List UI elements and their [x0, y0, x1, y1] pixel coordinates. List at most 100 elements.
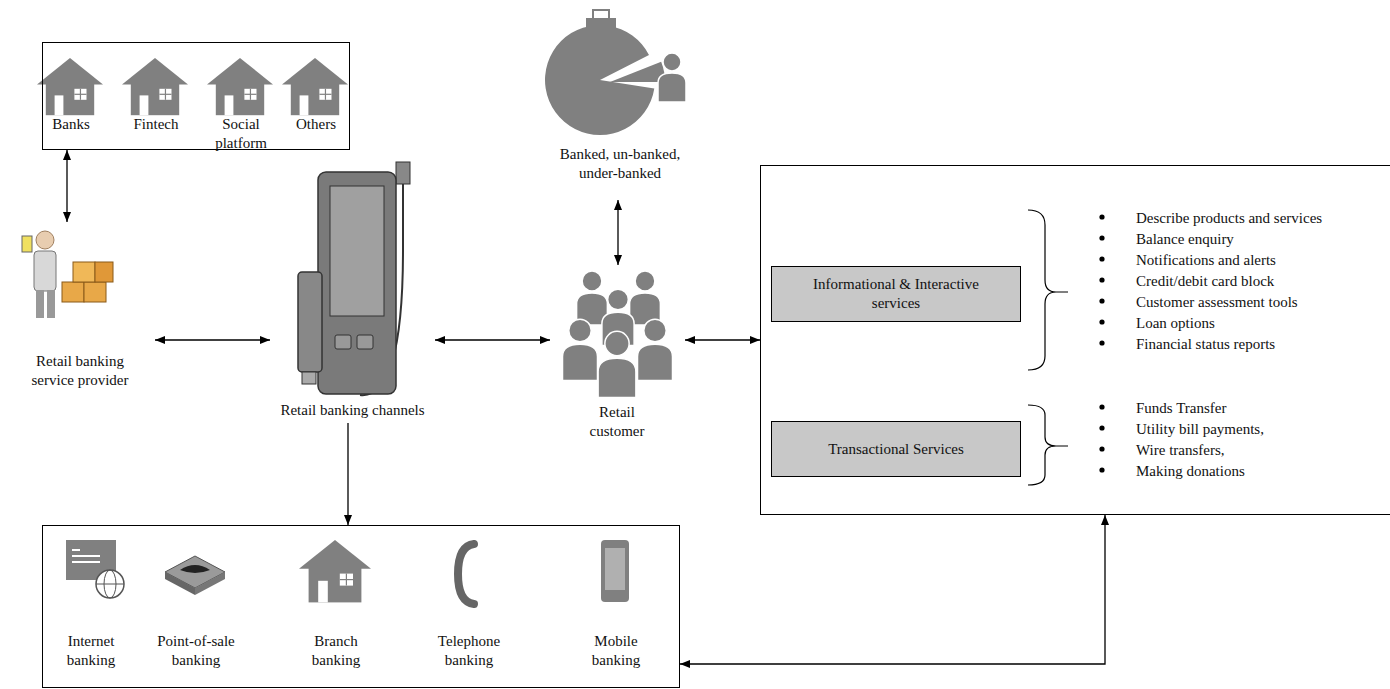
house-body: [216, 82, 264, 115]
connector-arrow: [617, 200, 618, 265]
house-body: [291, 82, 339, 115]
node-label: Retail banking channels: [270, 401, 435, 420]
connector-arrow: [155, 339, 270, 340]
retail-customer: Retail customer: [550, 265, 685, 445]
house-door: [55, 95, 64, 115]
bag: [586, 18, 616, 48]
house-body: [309, 566, 362, 602]
node-label: Fintech: [121, 115, 191, 134]
person-head: [635, 271, 655, 291]
parcel: [84, 282, 106, 302]
service-item: Utility bill payments,: [1136, 420, 1264, 438]
service-category-box: Transactional Services: [771, 421, 1021, 477]
usb-stick: [298, 272, 322, 372]
connector-arrow: [680, 515, 1105, 664]
house-window: [340, 574, 353, 586]
pos-side: [195, 572, 225, 595]
brace-leader: [1056, 292, 1068, 293]
service-item: Notifications and alerts: [1136, 251, 1276, 269]
service-item: Loan options: [1136, 314, 1215, 332]
connector-arrow: [66, 150, 67, 222]
node-label: Banked, un-banked, under-banked: [550, 145, 690, 183]
node-label: Point-of-sale banking: [146, 632, 246, 670]
globe-equator: [96, 584, 124, 585]
person-head: [608, 289, 629, 310]
category-title: Transactional Services: [828, 440, 964, 459]
bullet: [1099, 235, 1104, 240]
node-label: Social platform: [206, 115, 276, 153]
provider-body: [34, 251, 56, 291]
person-head: [569, 319, 592, 342]
tablet-screen: [330, 186, 384, 316]
tablet-frame: [318, 172, 396, 394]
bullet: [1099, 277, 1104, 282]
provider-head: [36, 231, 54, 249]
service-item: Balance enquiry: [1136, 230, 1234, 248]
tablet-button: [335, 335, 351, 349]
house-door: [300, 95, 309, 115]
bullet: [1099, 425, 1104, 430]
category-title: Informational & Interactive services: [796, 275, 996, 313]
tablet-button: [357, 335, 373, 349]
bullet: [1099, 256, 1104, 261]
globe: [96, 570, 124, 598]
house-door: [225, 95, 234, 115]
window-bar: [74, 94, 86, 95]
node-label: Retail banking service provider: [15, 352, 145, 390]
connector-arrow: [347, 423, 348, 525]
house-window: [319, 89, 331, 100]
service-item: Making donations: [1136, 462, 1245, 480]
node-label: Banks: [36, 115, 106, 134]
house-window: [74, 89, 86, 100]
service-item: Financial status reports: [1136, 335, 1275, 353]
bullet: [1099, 319, 1104, 324]
customer-segments: Banked, un-banked, under-banked: [520, 5, 720, 200]
house-roof: [207, 58, 273, 84]
house-roof: [122, 58, 188, 84]
house-body: [46, 82, 94, 115]
channels-device: Retail banking channels: [270, 158, 435, 423]
person-head: [663, 53, 681, 71]
parcel: [62, 282, 84, 302]
bag-handle: [593, 10, 609, 18]
service-item: Credit/debit card block: [1136, 272, 1274, 290]
mobile-body: [601, 540, 629, 602]
node-label: Mobile banking: [581, 632, 651, 670]
provider-group-box: BanksFintechSocial platformOthers: [42, 42, 350, 150]
channel-group-box: Internet bankingPoint-of-sale bankingBra…: [42, 525, 680, 688]
bullet: [1099, 446, 1104, 451]
person-head: [605, 331, 629, 355]
web-line: [72, 561, 100, 563]
person-body: [658, 73, 686, 102]
bullet: [1099, 404, 1104, 409]
pos-slot: [180, 565, 210, 573]
brace: [1028, 210, 1056, 370]
window-bar: [340, 579, 353, 580]
web-line: [72, 549, 80, 551]
plug: [396, 162, 410, 184]
house-roof: [282, 58, 348, 84]
mobile-screen: [605, 548, 625, 590]
service-provider: Retail banking service provider: [5, 222, 155, 397]
service-category-box: Informational & Interactive services: [771, 266, 1021, 322]
window-bar: [319, 94, 331, 95]
parcel: [73, 262, 95, 282]
bullet: [1099, 298, 1104, 303]
bullet: [1099, 340, 1104, 345]
house-body: [131, 82, 179, 115]
person-body: [638, 344, 673, 380]
brace-leader: [1056, 446, 1068, 447]
person-body: [598, 358, 636, 397]
service-item: Customer assessment tools: [1136, 293, 1298, 311]
person-head: [644, 319, 667, 342]
person-head: [582, 271, 602, 291]
node-label: Internet banking: [56, 632, 126, 670]
provider-leg: [36, 290, 44, 318]
house-door: [140, 95, 149, 115]
pos-side: [165, 572, 195, 595]
pie-slice: [610, 62, 665, 82]
person-body: [563, 344, 598, 380]
parcel: [95, 262, 113, 282]
service-item: Wire transfers,: [1136, 441, 1225, 459]
